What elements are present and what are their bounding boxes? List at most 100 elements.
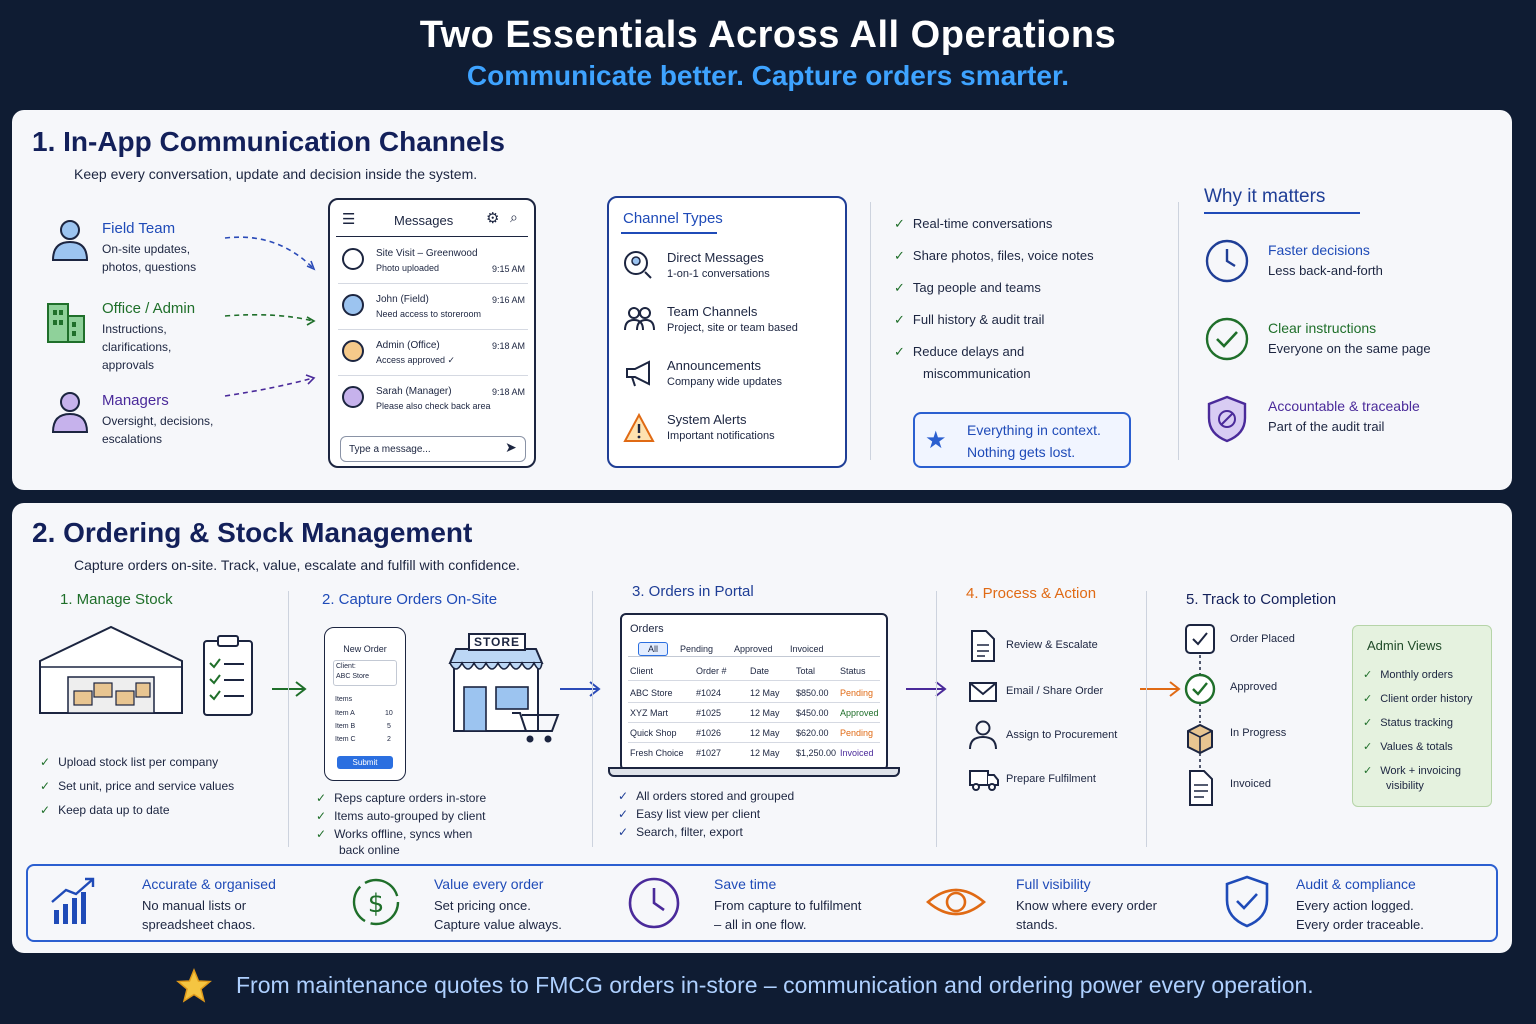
table-row[interactable]: ABC Store #1024 12 May $850.00 Pending [628, 683, 880, 703]
chat-person-icon [624, 251, 652, 279]
status-label: Order Placed [1230, 633, 1295, 645]
message-placeholder: Type a message... [349, 444, 431, 455]
channel-desc: Project, site or team based [667, 322, 798, 334]
feature-item: ✓Reduce delays and [894, 344, 1025, 359]
avatar [342, 294, 364, 316]
communication-panel: 1. In-App Communication Channels Keep ev… [12, 110, 1512, 490]
status-timeline [1184, 624, 1216, 806]
status-label: Approved [1230, 681, 1278, 693]
message-row[interactable]: Sarah (Manager) Please also check back a… [338, 378, 528, 422]
divider [1178, 202, 1179, 460]
divider [336, 236, 528, 237]
channel-desc: Company wide updates [667, 376, 782, 388]
arrow-right-icon [1140, 681, 1181, 697]
clipboard-icon [203, 635, 253, 716]
channel-desc: Important notifications [667, 430, 775, 442]
step-1-bullet: ✓Upload stock list per company [40, 755, 219, 769]
step-3-bullet: ✓Easy list view per client [618, 807, 761, 821]
role-desc: clarifications, [102, 340, 172, 354]
message-input[interactable]: Type a message... ➤ [340, 436, 526, 462]
items-label: Items [335, 696, 353, 703]
benefit-text: No manual lists or [142, 898, 247, 913]
context-line: Everything in context. [967, 422, 1101, 438]
messages-title: Messages [394, 213, 454, 228]
star-icon [176, 968, 212, 1003]
message-row[interactable]: Admin (Office) Access approved ✓ 9:18 AM [338, 332, 528, 376]
search-icon[interactable]: ⌕ [510, 209, 518, 225]
message-row[interactable]: Site Visit – Greenwood Photo uploaded 9:… [338, 240, 528, 284]
section-1-desc: Keep every conversation, update and deci… [74, 166, 478, 182]
svg-text:$: $ [368, 889, 385, 919]
benefit-item: Accurate & organised No manual lists or … [48, 874, 308, 934]
section-1-title: 1. In-App Communication Channels [32, 126, 505, 157]
item-name: Item C [335, 736, 356, 743]
tab-all[interactable]: All [638, 642, 668, 656]
divider [592, 591, 593, 847]
why-name: Clear instructions [1268, 320, 1377, 336]
channel-name: Announcements [667, 358, 761, 373]
tab-invoiced[interactable]: Invoiced [790, 644, 824, 654]
star-icon: ★ [925, 427, 947, 454]
submit-button[interactable]: Submit [337, 756, 393, 769]
table-header: Client Order # Date Total Status [628, 661, 880, 681]
why-name: Faster decisions [1268, 242, 1370, 258]
client-value: ABC Store [336, 673, 370, 680]
email-icon [969, 682, 997, 702]
check-circle-icon [1205, 317, 1249, 361]
step-5-title: 5. Track to Completion [1186, 591, 1337, 608]
item-name: Item B [335, 723, 356, 730]
item-qty: 10 [385, 710, 393, 717]
why-desc: Everyone on the same page [1268, 341, 1431, 356]
status-label: Invoiced [1230, 778, 1271, 790]
manager-icon [51, 392, 89, 433]
role-desc: approvals [102, 358, 155, 372]
tab-pending[interactable]: Pending [680, 644, 714, 654]
table-row[interactable]: Quick Shop #1026 12 May $620.00 Pending [628, 723, 880, 743]
menu-icon[interactable]: ☰ [342, 211, 356, 228]
person-icon [969, 720, 997, 750]
message-text: Access approved ✓ [376, 355, 456, 365]
benefit-item: $ Value every order Set pricing once. Ca… [350, 874, 610, 934]
send-icon[interactable]: ➤ [505, 439, 517, 455]
chart-growth-icon [51, 877, 95, 924]
step-3-bullet: ✓All orders stored and grouped [618, 789, 795, 803]
underline [1204, 212, 1360, 214]
section-2-desc: Capture orders on-site. Track, value, es… [74, 557, 520, 573]
warehouse-icon [39, 625, 183, 714]
role-managers: Managers Oversight, decisions, escalatio… [50, 390, 300, 450]
benefit-title: Full visibility [1016, 876, 1091, 892]
clock-icon [628, 877, 680, 929]
avatar [342, 340, 364, 362]
table-row[interactable]: Fresh Choice #1027 12 May $1,250.00 Invo… [630, 748, 874, 758]
order-phone: New Order Client: ABC Store Items Item A… [324, 627, 406, 781]
team-icon [624, 307, 655, 331]
benefit-text: From capture to fulfilment [714, 898, 862, 913]
table-row[interactable]: XYZ Mart #1025 12 May $450.00 Approved [628, 703, 880, 723]
step-2-bullet: back online [339, 843, 400, 857]
warning-icon [623, 412, 655, 442]
divider [288, 591, 289, 847]
shield-icon [1207, 395, 1247, 443]
step-3-title: 3. Orders in Portal [632, 583, 754, 600]
step-1-title: 1. Manage Stock [60, 591, 173, 608]
message-sender: Site Visit – Greenwood [376, 248, 478, 259]
benefit-text: Know where every order [1016, 898, 1157, 913]
tab-approved[interactable]: Approved [734, 644, 773, 654]
channel-name: System Alerts [667, 412, 747, 427]
role-desc: Instructions, [102, 322, 167, 336]
admin-item: ✓Monthly orders [1363, 669, 1453, 681]
gear-icon[interactable]: ⚙ [486, 210, 500, 227]
truck-icon [969, 770, 999, 791]
message-row[interactable]: John (Field) Need access to storeroom 9:… [338, 286, 528, 330]
portal-title: Orders [630, 623, 664, 635]
message-text: Please also check back area [376, 401, 491, 411]
step-2-bullet: ✓Items auto-grouped by client [316, 809, 486, 823]
channel-name: Team Channels [667, 304, 758, 319]
client-field[interactable]: Client: ABC Store [333, 660, 397, 686]
context-line: Nothing gets lost. [967, 444, 1076, 460]
message-sender: Admin (Office) [376, 340, 440, 351]
portal-laptop: Orders All Pending Approved Invoiced Cli… [620, 613, 888, 771]
building-icon [47, 303, 85, 343]
role-desc: escalations [102, 432, 163, 446]
why-item: Faster decisions Less back-and-forth [1204, 238, 1504, 288]
